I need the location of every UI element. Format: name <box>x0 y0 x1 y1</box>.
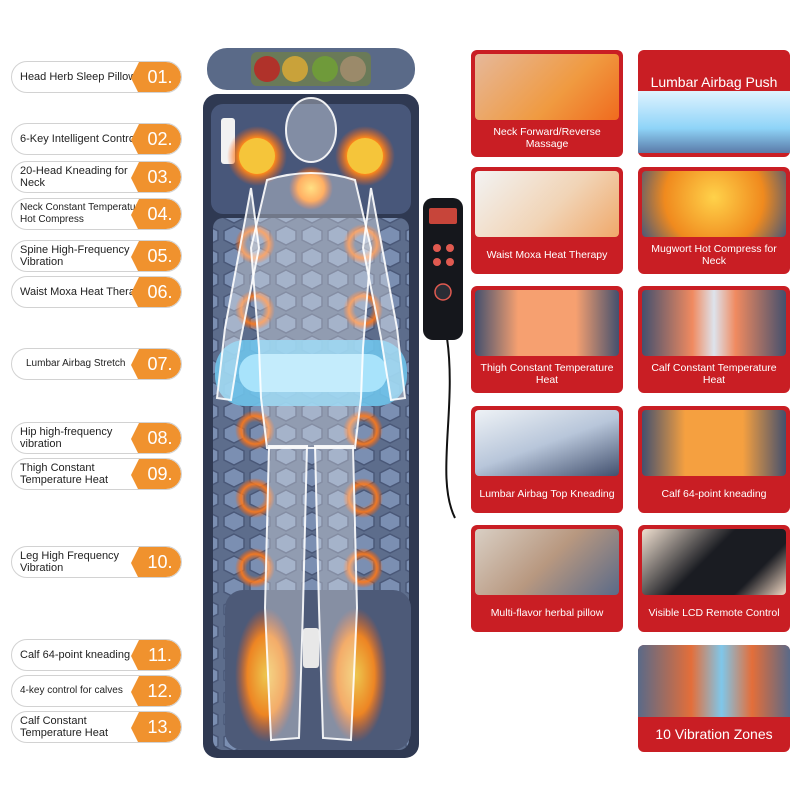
calf-kneading-photo <box>642 410 786 476</box>
feature-label: 6-Key Intelligent Control <box>20 133 138 145</box>
panel-waist-moxa: Waist Moxa Heat Therapy <box>471 167 623 274</box>
panel-lcd-remote: Visible LCD Remote Control <box>638 525 790 632</box>
panel-lumbar-top-kneading: Lumbar Airbag Top Kneading <box>471 406 623 513</box>
panel-caption: Multi-flavor herbal pillow <box>490 606 604 619</box>
panel-vibration-zones: 10 Vibration Zones <box>638 645 790 752</box>
feature-label: Spine High-Frequency Vibration <box>20 244 130 268</box>
feature-label: Lumbar Airbag Stretch <box>26 358 126 369</box>
panel-caption: Neck Forward/Reverse Massage <box>493 125 601 150</box>
feature-number: 11. <box>131 640 181 670</box>
remote-control <box>423 198 463 340</box>
panel-caption: Calf Constant Temperature Heat <box>651 361 777 386</box>
panel-herbal-pillow: Multi-flavor herbal pillow <box>471 525 623 632</box>
lumbar-kneading-photo <box>475 410 619 476</box>
thigh-heat-photo <box>475 290 619 356</box>
feature-number: 02. <box>131 124 181 154</box>
feature-number: 06. <box>131 277 181 307</box>
feature-label: Thigh Constant Temperature Heat <box>20 462 109 486</box>
panel-thigh-heat: Thigh Constant Temperature Heat <box>471 286 623 393</box>
feature-08: Hip high-frequency vibration 08. <box>11 422 182 454</box>
panel-caption: Lumbar Airbag Push <box>650 74 778 90</box>
panel-lumbar-airbag-push: Lumbar Airbag Push <box>638 50 790 157</box>
feature-07: Lumbar Airbag Stretch 07. <box>11 348 182 380</box>
mugwort-compress-photo <box>642 171 786 237</box>
feature-number: 10. <box>131 547 181 577</box>
feature-label: Leg High Frequency Vibration <box>20 550 120 574</box>
panel-calf-heat: Calf Constant Temperature Heat <box>638 286 790 393</box>
body-silhouette <box>215 97 407 742</box>
feature-number: 03. <box>131 162 181 192</box>
feature-number: 12. <box>131 676 181 706</box>
neck-massage-photo <box>475 54 619 120</box>
lcd-remote-photo <box>642 529 786 595</box>
feature-label: Calf Constant Temperature Heat <box>20 715 109 739</box>
panel-caption: Thigh Constant Temperature Heat <box>480 361 614 386</box>
feature-13: Calf Constant Temperature Heat 13. <box>11 711 182 743</box>
feature-number: 07. <box>131 349 181 379</box>
massage-mat-illustration <box>203 48 463 758</box>
herbal-pillow-photo <box>475 529 619 595</box>
vibration-zones-photo <box>638 645 790 717</box>
feature-label: Calf 64-point kneading <box>20 649 131 661</box>
panel-caption: Waist Moxa Heat Therapy <box>486 248 608 261</box>
feature-number: 08. <box>131 423 181 453</box>
calf-heat-photo <box>642 290 786 356</box>
feature-12: 4-key control for calves 12. <box>11 675 182 707</box>
feature-09: Thigh Constant Temperature Heat 09. <box>11 458 182 490</box>
feature-label: Head Herb Sleep Pillow <box>20 71 137 83</box>
panel-mugwort-hot-compress: Mugwort Hot Compress for Neck <box>638 167 790 274</box>
panel-caption: 10 Vibration Zones <box>655 725 773 742</box>
feature-number: 13. <box>131 712 181 742</box>
panel-caption: Mugwort Hot Compress for Neck <box>651 242 777 267</box>
panel-calf-kneading: Calf 64-point kneading <box>638 406 790 513</box>
feature-10: Leg High Frequency Vibration 10. <box>11 546 182 578</box>
panel-caption: Visible LCD Remote Control <box>648 606 780 619</box>
feature-label: Neck Constant Temperature Hot Compress <box>20 202 145 225</box>
panel-neck-massage: Neck Forward/Reverse Massage <box>471 50 623 157</box>
lumbar-airbag-photo <box>638 91 790 153</box>
feature-number: 01. <box>131 62 181 92</box>
panel-caption: Calf 64-point kneading <box>661 487 767 500</box>
waist-moxa-photo <box>475 171 619 237</box>
feature-label: 4-key control for calves <box>20 685 123 696</box>
feature-label: Waist Moxa Heat Therapy <box>20 286 147 298</box>
feature-label: 20-Head Kneading for Neck <box>20 165 128 189</box>
feature-label: Hip high-frequency vibration <box>20 426 113 450</box>
feature-number: 04. <box>131 199 181 229</box>
feature-number: 05. <box>131 241 181 271</box>
panel-caption: Lumbar Airbag Top Kneading <box>479 487 615 500</box>
feature-number: 09. <box>131 459 181 489</box>
